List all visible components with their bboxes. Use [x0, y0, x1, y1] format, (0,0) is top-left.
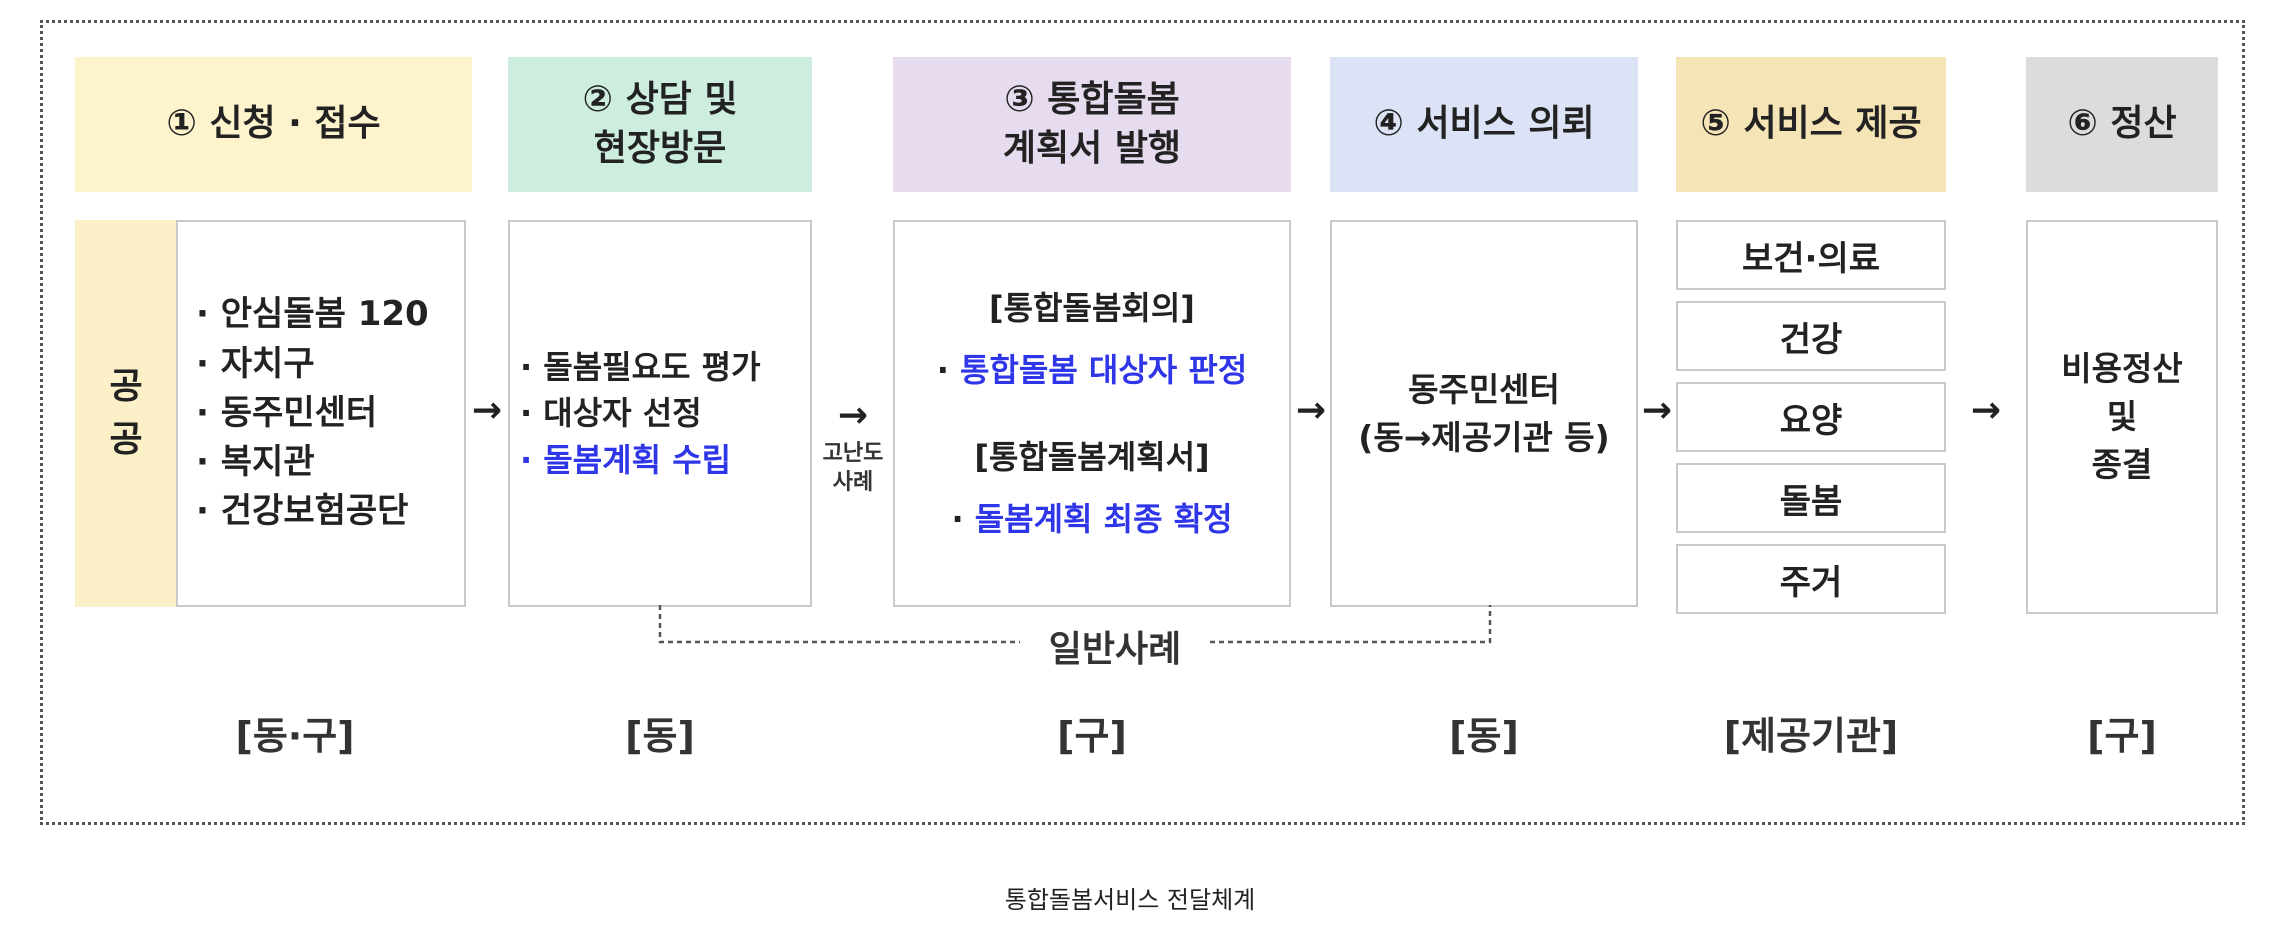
step-3-title-line-2: 계획서 발행 [1002, 127, 1182, 169]
settlement-box: 비용정산 및 종결 [2026, 220, 2218, 614]
care-plan-box: [통합돌봄회의] · 통합돌봄 대상자 판정 [통합돌봄계획서] · 돌봄계획 … [893, 220, 1291, 607]
referral-line-2: (동→제공기관 등) [1358, 417, 1610, 457]
settlement-line-1: 비용정산 [2061, 349, 2183, 389]
care-meeting-bullet: · [936, 351, 961, 390]
consultation-item: · 돌봄필요도 평가 [520, 347, 761, 386]
service-type-box: 요양 [1676, 382, 1946, 452]
step-6-title: 정산 [2110, 103, 2177, 145]
general-case-label: 일반사례 [1048, 629, 1182, 670]
service-referral-box: 동주민센터 (동→제공기관 등) [1330, 220, 1638, 607]
public-tag-char-2: 공 [109, 418, 143, 460]
step-2-title-line-2: 현장방문 [593, 127, 727, 169]
step-2-number: ② [582, 78, 614, 120]
service-type-box: 보건·의료 [1676, 220, 1946, 290]
care-plan-item: · 돌봄계획 최종 확정 [951, 496, 1232, 542]
responsible-label-step-6: [구] [2087, 714, 2157, 758]
care-plan-confirm: 돌봄계획 최종 확정 [974, 499, 1233, 538]
step-4-number: ④ [1373, 103, 1404, 145]
step-2-title-line-1: 상담 및 [625, 78, 738, 120]
care-meeting-heading: [통합돌봄회의] [989, 288, 1195, 327]
flow-arrow: → [1295, 390, 1327, 431]
intake-channel-item: · 동주민센터 [196, 392, 378, 433]
responsible-label-step-5: [제공기관] [1723, 714, 1899, 758]
step-1-number: ① [166, 103, 197, 145]
service-type-box: 건강 [1676, 301, 1946, 371]
responsible-label-step-4: [동] [1449, 714, 1519, 758]
flow-arrow-difficult: → [837, 395, 869, 436]
service-type-box: 주거 [1676, 544, 1946, 614]
settlement-line-3: 종결 [2091, 444, 2153, 484]
step-6-number: ⑥ [2067, 103, 2098, 145]
intake-channel-item: · 자치구 [196, 343, 315, 384]
difficult-case-label: 고난도 사례 [812, 440, 894, 497]
general-case-bracket [658, 605, 1492, 644]
service-type-box: 돌봄 [1676, 463, 1946, 533]
referral-line-1: 동주민센터 [1408, 369, 1560, 409]
step-3-title-line-1: 통합돌봄 [1047, 78, 1180, 120]
consultation-box: · 돌봄필요도 평가 · 대상자 선정 · 돌봄계획 수립 [508, 220, 812, 607]
step-4-title: 서비스 의뢰 [1416, 103, 1595, 145]
step-2-header: ② 상담 및 현장방문 [508, 57, 812, 192]
intake-channel-item: · 건강보험공단 [196, 491, 409, 532]
public-sector-tag: 공 공 [75, 220, 177, 607]
flow-arrow: → [1641, 390, 1673, 431]
step-5-header: ⑤ 서비스 제공 [1676, 57, 1946, 192]
figure-caption: 통합돌봄서비스 전달체계 [1004, 886, 1256, 914]
intake-channel-item: · 안심돌봄 120 [196, 294, 429, 335]
settlement-line-2: 및 [2106, 397, 2138, 437]
consultation-item-highlight: · 돌봄계획 수립 [520, 440, 732, 479]
step-1-title: 신청 · 접수 [209, 103, 381, 145]
step-6-header: ⑥ 정산 [2026, 57, 2218, 192]
step-5-number: ⑤ [1700, 103, 1731, 145]
step-3-number: ③ [1004, 78, 1035, 120]
step-5-title: 서비스 제공 [1743, 103, 1922, 145]
diagram-frame [40, 20, 2245, 825]
flow-arrow: → [1970, 390, 2002, 431]
step-1-header: ① 신청 · 접수 [75, 57, 472, 192]
consultation-item: · 대상자 선정 [520, 394, 702, 433]
step-4-header: ④ 서비스 의뢰 [1330, 57, 1638, 192]
care-plan-heading: [통합돌봄계획서] [974, 437, 1210, 476]
responsible-label-step-1: [동·구] [235, 714, 355, 758]
care-meeting-decision: 통합돌봄 대상자 판정 [960, 351, 1248, 390]
difficult-case-line-2: 사례 [832, 469, 874, 495]
care-plan-bullet: · [951, 499, 975, 538]
care-meeting-item: · 통합돌봄 대상자 판정 [937, 347, 1248, 393]
intake-channel-item: · 복지관 [196, 442, 315, 483]
step-3-header: ③ 통합돌봄 계획서 발행 [893, 57, 1291, 192]
flow-arrow: → [471, 390, 503, 431]
intake-channels-box: · 안심돌봄 120 · 자치구 · 동주민센터 · 복지관 · 건강보험공단 [176, 220, 466, 607]
responsible-label-step-3: [구] [1057, 714, 1127, 758]
public-tag-char-1: 공 [109, 366, 143, 408]
difficult-case-line-1: 고난도 [822, 441, 884, 466]
responsible-label-step-2: [동] [625, 714, 695, 758]
